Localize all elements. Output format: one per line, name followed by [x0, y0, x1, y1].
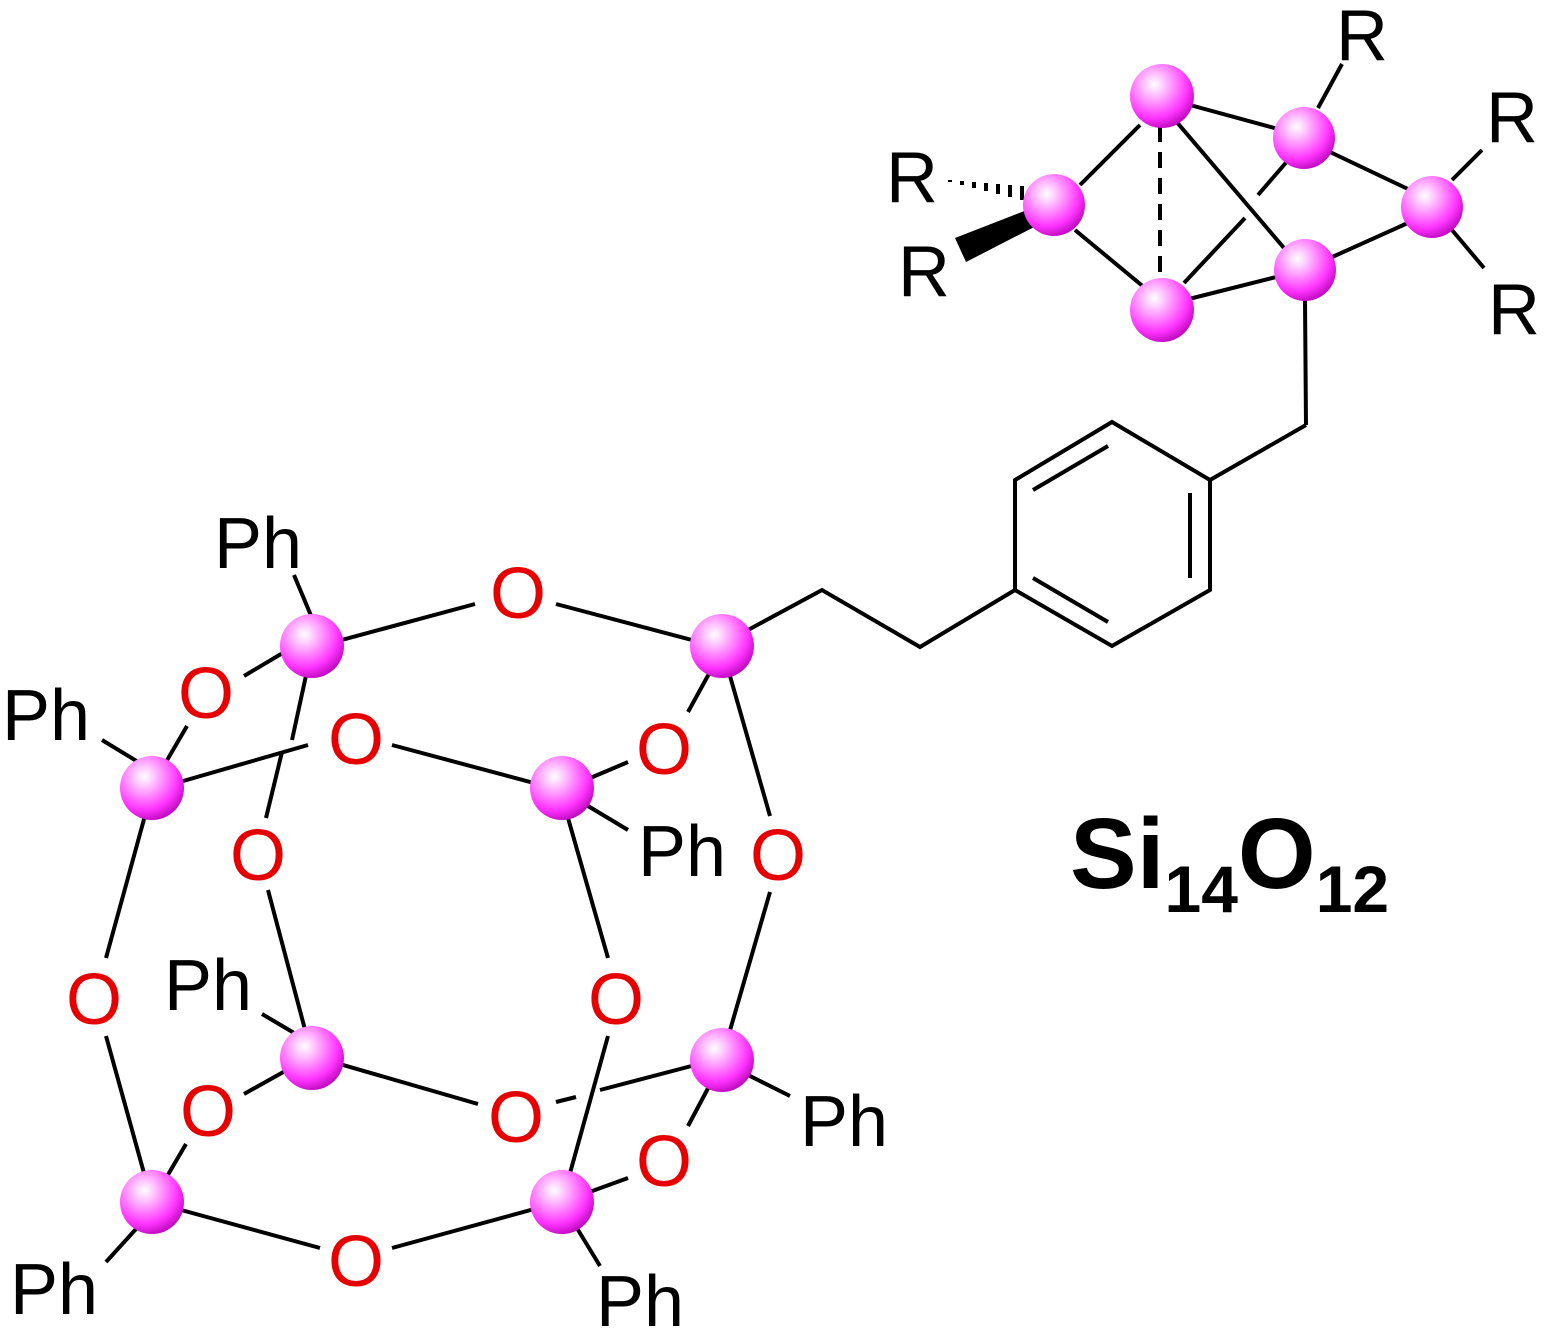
bond	[292, 574, 314, 619]
formula-si-subscript: 14	[1164, 852, 1238, 926]
silicon-atom	[690, 614, 754, 678]
bond	[1184, 274, 1281, 302]
linker-bonds	[747, 419, 1307, 650]
bond	[1209, 423, 1307, 482]
oxygen-label: O	[230, 816, 286, 896]
oxygen-label: O	[636, 1122, 692, 1202]
bond	[1329, 150, 1411, 192]
oxygen-label: O	[488, 1078, 544, 1158]
r-group-label: R	[886, 138, 938, 218]
oxygen-label: O	[490, 554, 546, 634]
r-group-labels: R R R R R	[886, 0, 1540, 350]
oxygen-label: O	[180, 1072, 236, 1152]
silicon-atom	[120, 1170, 184, 1234]
silicon-atom	[280, 1026, 344, 1090]
formula-o: O	[1238, 798, 1316, 910]
phenyl-label: Ph	[2, 676, 90, 756]
bond	[1073, 228, 1147, 290]
bond	[1450, 228, 1486, 270]
bond	[555, 1095, 577, 1104]
oxygen-label: O	[178, 654, 234, 734]
r-group-label: R	[1336, 0, 1388, 76]
silicon-atom	[1130, 64, 1194, 128]
silicon-atom	[1023, 174, 1085, 236]
bond	[1450, 148, 1484, 182]
silicon-atom	[1273, 107, 1335, 169]
oxygen-label: O	[328, 700, 384, 780]
phenyl-labels: Ph Ph Ph Ph Ph Ph Ph	[2, 504, 888, 1336]
r-group-label: R	[898, 232, 950, 312]
phenyl-label: Ph	[596, 1262, 684, 1336]
bond	[1316, 63, 1344, 109]
bond	[1329, 220, 1411, 260]
silicon-atom	[1274, 239, 1336, 301]
oxygen-label: O	[636, 710, 692, 790]
r-group-label: R	[1488, 270, 1540, 350]
r-group-label: R	[1486, 78, 1538, 158]
cluster-bonds	[948, 63, 1486, 426]
phenyl-label: Ph	[638, 812, 726, 892]
solid-wedge-bond	[955, 208, 1040, 262]
oxygen-label: O	[328, 1222, 384, 1302]
formula-si: Si	[1070, 798, 1164, 910]
oxygen-label: O	[66, 960, 122, 1040]
phenyl-label: Ph	[214, 504, 302, 584]
oxygen-labels: O O O O O O O O O O O O	[66, 554, 806, 1302]
benzene-ring	[1013, 419, 1212, 649]
oxygen-label: O	[588, 960, 644, 1040]
silicon-atom	[1401, 176, 1463, 238]
formula-o-subscript: 12	[1316, 852, 1389, 926]
silicon-atom	[690, 1028, 754, 1092]
bond	[1078, 123, 1142, 187]
bond	[1173, 118, 1292, 257]
silicon-atoms	[120, 64, 1463, 1234]
silicon-atom	[530, 1170, 594, 1234]
bond	[1303, 299, 1308, 426]
ethylene-linker	[747, 587, 1017, 650]
silicon-atom	[120, 756, 184, 820]
silicon-atom	[1130, 278, 1194, 342]
molecular-formula: Si14O12	[1070, 798, 1389, 926]
silicon-atom	[530, 756, 594, 820]
aromatic-inner-bond	[1031, 576, 1110, 624]
phenyl-label: Ph	[164, 946, 252, 1026]
bond	[1182, 216, 1247, 285]
phenyl-label: Ph	[10, 1250, 98, 1330]
silicon-atom	[280, 614, 344, 678]
bond	[264, 751, 284, 819]
bond	[1256, 156, 1292, 197]
oxygen-label: O	[750, 816, 806, 896]
aromatic-inner-bond	[1031, 444, 1110, 492]
hashed-wedge-bond	[948, 180, 1024, 200]
phenyl-label: Ph	[800, 1082, 888, 1162]
